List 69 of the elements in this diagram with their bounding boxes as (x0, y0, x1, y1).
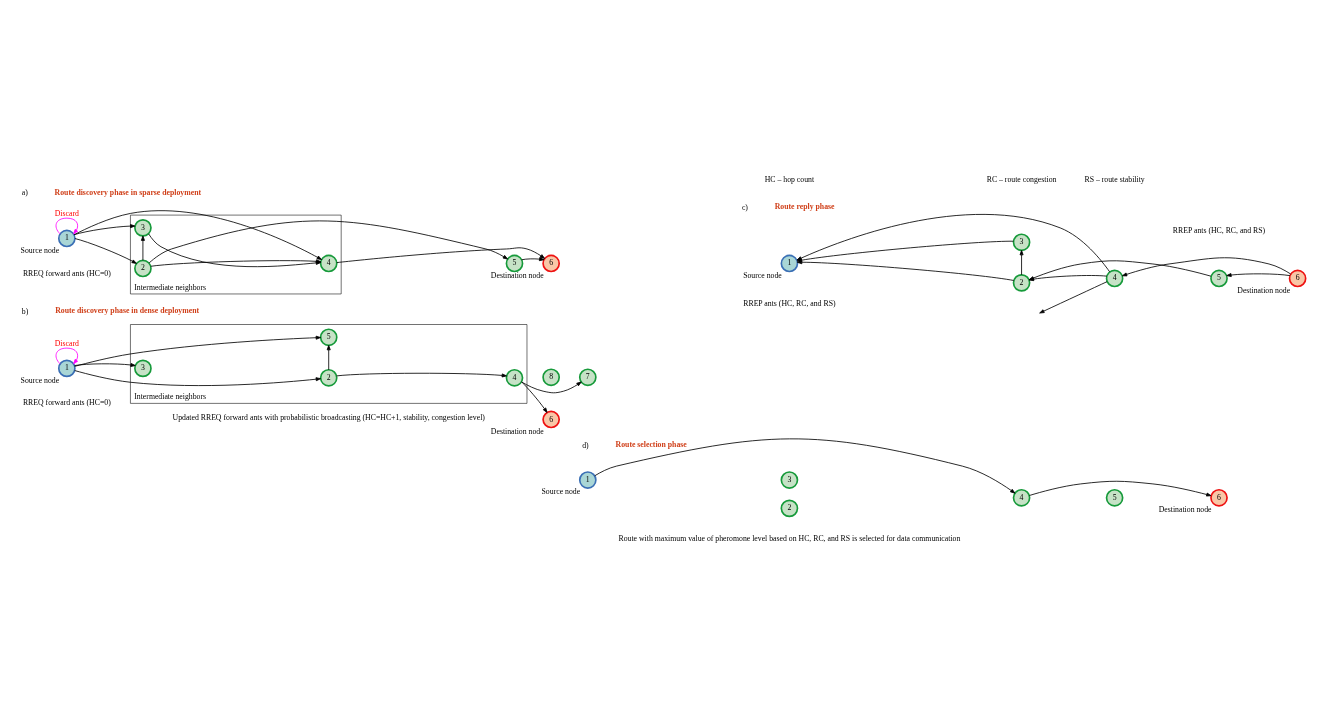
node-label: Source node (20, 245, 60, 255)
arrow (73, 223, 136, 235)
arrow (74, 369, 321, 386)
node-label: Source node (20, 375, 60, 385)
arrow (336, 246, 546, 263)
label: HC – hop count (764, 174, 815, 184)
label: c) (741, 202, 748, 212)
label: Route discovery phase in dense deployment (55, 305, 200, 315)
label: RREQ forward ants (HC=0) (22, 268, 111, 278)
node-circle: 6 (542, 410, 561, 428)
arrow (1039, 280, 1108, 313)
node-circle: 5 (1105, 488, 1124, 507)
node-circle: 6 (542, 254, 561, 272)
label: a) (21, 187, 28, 197)
arrow (326, 344, 331, 370)
node-label: Source node (743, 270, 782, 280)
node-label: Destination node (490, 270, 544, 280)
arrow (55, 217, 79, 234)
label: RREP ants (HC, RC, and RS) (743, 298, 836, 308)
arrow (521, 381, 582, 393)
arrow (74, 237, 137, 264)
node-label: Destination node (490, 426, 544, 436)
node-label: Destination node (1237, 285, 1291, 295)
label: Route selection phase (615, 439, 687, 449)
node-circle: 4 (1105, 269, 1124, 287)
node-circle: 1 (578, 470, 597, 489)
arrow (1019, 249, 1024, 275)
node-circle: 6 (1210, 488, 1228, 507)
arrow (521, 256, 545, 261)
arrow (140, 235, 145, 261)
node-circle: 3 (134, 359, 152, 377)
node-label: Source node (541, 486, 581, 496)
node-circle: 2 (1012, 273, 1031, 292)
label: RREQ forward ants (HC=0) (22, 397, 111, 407)
node-circle: 2 (134, 259, 152, 277)
edge-label: Discard (54, 208, 79, 218)
node-circle: 2 (319, 368, 338, 387)
node-circle: 6 (1288, 269, 1307, 287)
node-label: Destination node (1158, 504, 1212, 514)
arrow (1226, 272, 1291, 277)
arrow (1121, 256, 1292, 276)
arrow (594, 437, 1016, 494)
arrow (521, 380, 548, 413)
node-circle: 5 (505, 254, 524, 272)
arrow (74, 335, 321, 367)
arrow (55, 347, 79, 364)
node-circle: 5 (1210, 269, 1228, 287)
label: RS – route stability (1084, 174, 1145, 184)
label: Route discovery phase in sparse deployment (54, 187, 202, 197)
arrow (73, 209, 322, 260)
arrow (336, 372, 507, 377)
node-circle: 4 (505, 368, 524, 387)
label: b) (21, 306, 29, 316)
label: RC – route congestion (986, 174, 1057, 184)
label: Route reply phase (774, 201, 835, 211)
node-circle: 3 (780, 470, 799, 489)
node-circle: 1 (780, 254, 799, 272)
node-circle: 3 (1012, 232, 1031, 251)
node-circle: 2 (780, 498, 799, 517)
node-circle: 5 (319, 327, 338, 346)
arrow (1029, 480, 1212, 496)
label: Route with maximum value of pheromone level based on HC, RC, and RS is selected for data communication (618, 533, 961, 543)
label: d) (582, 440, 589, 450)
node-circle: 4 (319, 254, 338, 272)
node-circle: 3 (134, 218, 152, 237)
node-circle: 8 (542, 367, 561, 386)
label: RREP ants (HC, RC, and RS) (1172, 225, 1266, 235)
edge-label: Discard (54, 338, 79, 348)
label: Updated RREQ forward ants with probabilistic broadcasting (HC=HC+1, stability, congestion level) (172, 412, 485, 422)
